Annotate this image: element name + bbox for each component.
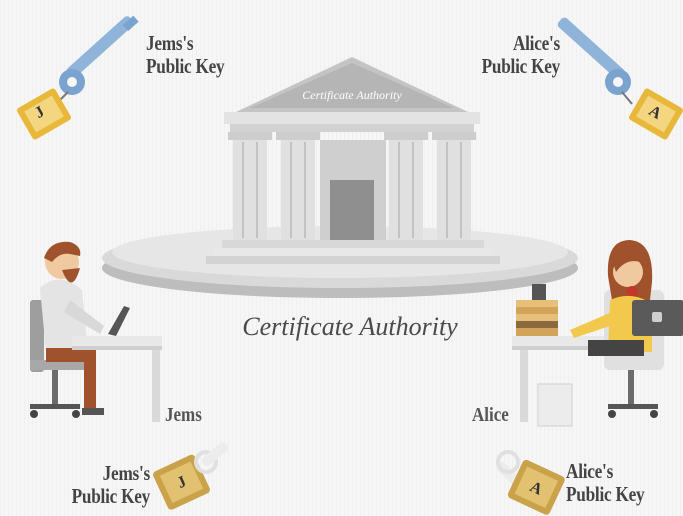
alice-figure [512, 240, 683, 427]
pediment-label: Certificate Authority [302, 88, 402, 102]
jems-key-bottom-line2: Public Key [71, 484, 151, 508]
jems-name-label: Jems [165, 404, 202, 426]
ca-building [206, 57, 500, 264]
jems-key-top-line1: Jems's [146, 31, 194, 55]
jems-key-bottom-label: Jems's Public Key [47, 461, 151, 508]
jems-key-top-line2: Public Key [146, 54, 225, 78]
alice-key-top-line2: Public Key [481, 54, 561, 78]
jems-key-top [17, 15, 139, 140]
alice-key-top-label: Alice's Public Key [462, 31, 561, 78]
alice-key-top [557, 17, 683, 140]
jems-figure [30, 241, 162, 422]
alice-key-top-line1: Alice's [512, 31, 560, 55]
jems-key-bottom-line1: Jems's [102, 461, 151, 485]
alice-key-bottom-line2: Public Key [566, 482, 645, 506]
alice-name-label: Alice [472, 404, 509, 426]
ca-title: Certificate Authority [242, 312, 458, 341]
jems-key-top-label: Jems's Public Key [146, 31, 225, 78]
alice-key-bottom-label: Alice's Public Key [566, 459, 645, 506]
jems-key-bottom [153, 442, 228, 510]
alice-key-bottom [496, 450, 565, 515]
alice-key-bottom-line1: Alice's [566, 459, 614, 483]
